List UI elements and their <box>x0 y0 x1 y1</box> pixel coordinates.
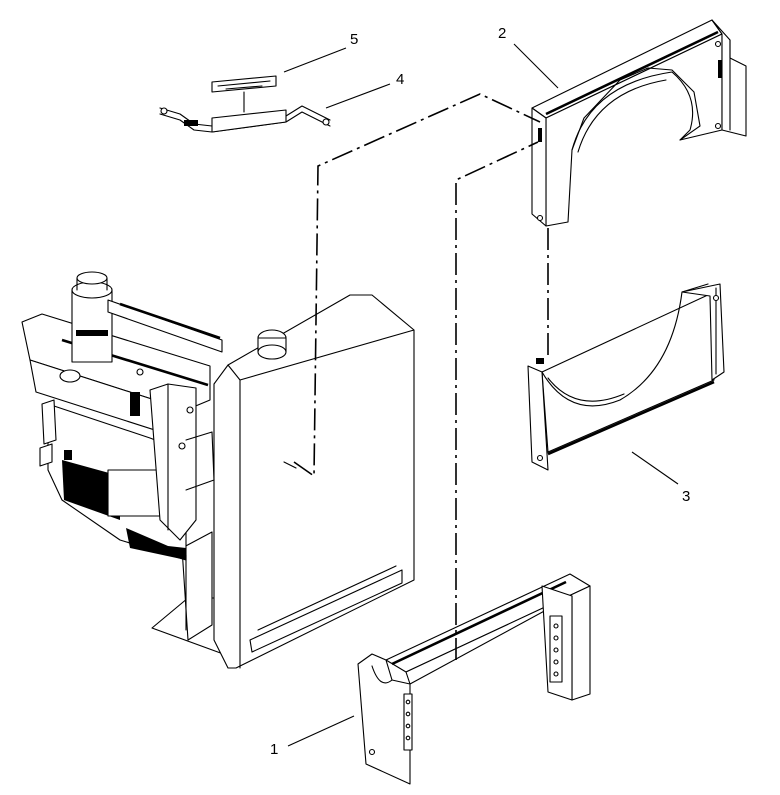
callout-2: 2 <box>498 25 507 42</box>
phantom-line-bracket <box>455 141 539 660</box>
callout-3: 3 <box>682 488 691 505</box>
leader-line-3 <box>631 451 679 485</box>
callout-1: 1 <box>270 741 279 758</box>
leader-lines <box>283 43 679 747</box>
callout-4: 4 <box>396 71 405 88</box>
leader-line-2 <box>513 43 559 89</box>
callout-5: 5 <box>350 31 359 48</box>
leader-line-4 <box>325 83 391 109</box>
item-5-label-plate <box>211 75 277 113</box>
phantom-lines <box>283 93 549 660</box>
phantom-line-strap <box>293 93 541 478</box>
leader-line-1 <box>287 715 355 747</box>
item-2-upper-shroud <box>531 19 747 227</box>
item-4-strap <box>159 105 331 133</box>
radiator-assembly <box>151 294 415 669</box>
engine-block <box>21 271 223 561</box>
item-1-mounting-bracket <box>357 573 591 785</box>
item-3-lower-shroud <box>527 283 725 471</box>
leader-line-5 <box>283 47 347 73</box>
